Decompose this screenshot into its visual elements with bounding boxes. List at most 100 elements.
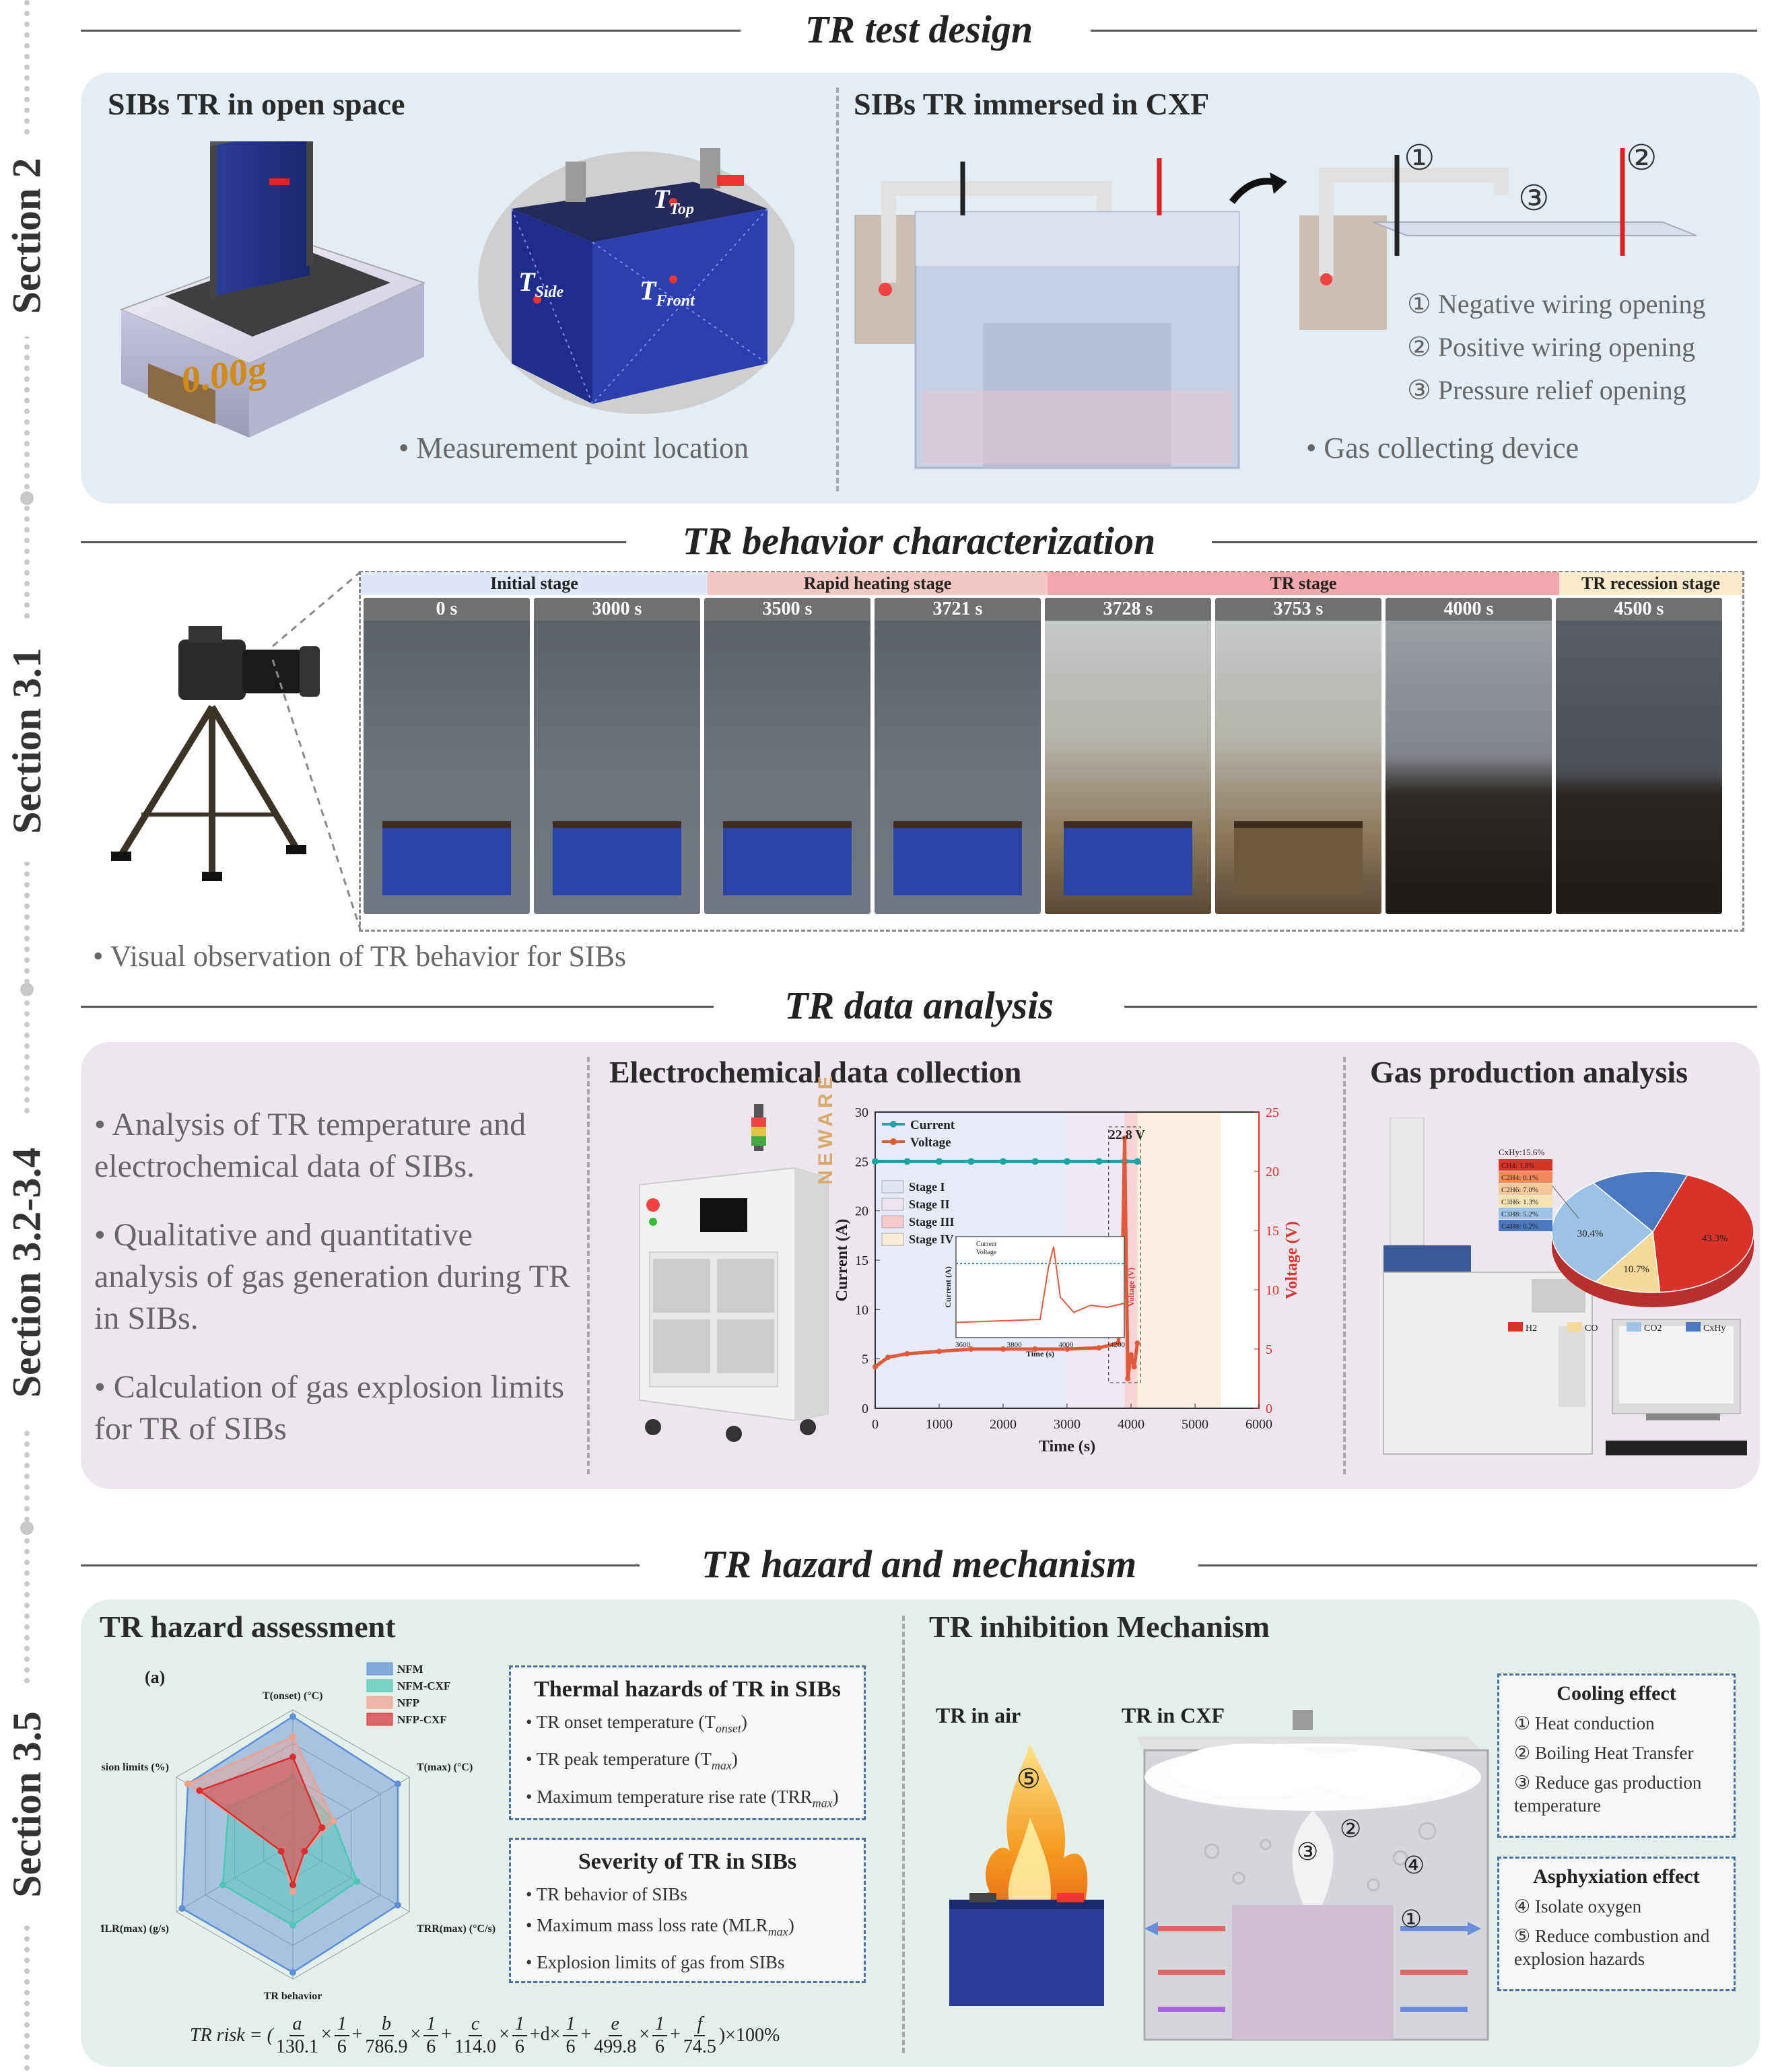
breakdown-row — [1499, 1171, 1552, 1183]
pie-side — [1552, 1232, 1754, 1307]
section-label-3-1: Section 3.1 — [0, 619, 54, 862]
gas-pie-chart: 43.3%10.7%30.4%CxHy:15.6%CH4: 1.8%C2H4: … — [1499, 1147, 1754, 1334]
radar-legend-label: NFM — [397, 1663, 423, 1676]
y-tick-label: 5 — [862, 1352, 868, 1367]
legend-marker — [890, 1121, 897, 1128]
radar-point — [196, 1787, 203, 1794]
cell-in-frame — [382, 821, 511, 895]
radar-legend-label: NFP-CXF — [397, 1713, 447, 1726]
legend-label: Current — [910, 1118, 955, 1132]
x-tick-label: 4000 — [1118, 1417, 1144, 1432]
formula-operator: + — [351, 2024, 363, 2045]
y2-tick-label: 10 — [1266, 1283, 1279, 1298]
radar-axis-label: TRR(max) (°C/s) — [417, 1923, 495, 1935]
y-tick-label: 25 — [855, 1154, 868, 1169]
x-tick-label: 0 — [872, 1417, 879, 1432]
breakdown-row — [1499, 1159, 1552, 1171]
breakdown-row — [1499, 1183, 1552, 1195]
radar-point — [353, 1878, 361, 1885]
arrow-icon — [1229, 172, 1287, 205]
stage-label: Stage II — [909, 1198, 950, 1211]
formula-operator: × — [410, 2024, 421, 2045]
stage-swatch — [881, 1198, 904, 1211]
marker-3: ③ — [1518, 179, 1550, 218]
inset-xlabel: Time (s) — [1026, 1349, 1054, 1358]
cell-in-frame — [553, 821, 681, 895]
series-voltage — [874, 1138, 1139, 1379]
hazard-title: TR hazard assessment — [100, 1610, 396, 1644]
radar-point — [277, 1848, 285, 1855]
tr-air-label: TR in air — [936, 1703, 1021, 1727]
radar-point — [178, 1905, 186, 1912]
frames-strip — [359, 571, 1744, 932]
voltage-point — [873, 1364, 878, 1370]
breakdown-label: C3H8: 5.2% — [1501, 1210, 1538, 1218]
voltage-point — [1122, 1135, 1128, 1141]
y-tick-label: 30 — [855, 1105, 868, 1120]
voltage-point — [1134, 1340, 1140, 1346]
pie-legend-label: H2 — [1526, 1323, 1537, 1334]
peak-annotation: 22.8 V — [1109, 1128, 1146, 1142]
view-lines — [271, 571, 362, 930]
voltage-point — [936, 1348, 942, 1354]
stage-label: Stage IV — [909, 1233, 954, 1246]
formula-operator: d — [540, 2024, 550, 2045]
stage-tr: TR stage — [1048, 572, 1559, 595]
x-tick-label: 6000 — [1245, 1417, 1272, 1432]
marker-3: ③ — [1297, 1838, 1319, 1865]
zoom-box — [1108, 1126, 1141, 1383]
y-tick-label: 15 — [855, 1253, 868, 1268]
stage-band — [1137, 1112, 1221, 1408]
x-tick-label: 2000 — [990, 1417, 1017, 1432]
header-behavior: TR behavior characterization — [81, 518, 1757, 565]
current-point — [936, 1158, 943, 1165]
fire-illustration — [949, 1743, 1104, 2006]
pie-legend-label: CxHy — [1703, 1323, 1725, 1334]
radar-point — [394, 1902, 401, 1908]
radar-point — [225, 1804, 232, 1811]
asphyxiation-effect-box: Asphyxiation effect ④ Isolate oxygen ⑤ R… — [1497, 1857, 1736, 1991]
voltage-point — [1096, 1345, 1102, 1351]
voltage-point — [1128, 1352, 1134, 1358]
inset-legend: Voltage — [976, 1249, 997, 1256]
section-rail — [24, 0, 30, 2072]
divider — [1343, 1057, 1346, 1474]
radar-point — [289, 1922, 296, 1929]
y2-tick-label: 25 — [1266, 1105, 1279, 1120]
inset-y2label: Voltage (V) — [1126, 1268, 1136, 1307]
cell-in-frame — [1064, 821, 1192, 895]
frame-time: 3753 s — [1215, 598, 1381, 621]
radar-spoke — [176, 1844, 294, 1912]
section-label-2: Section 2 — [0, 135, 54, 337]
inset-x-tick: 3600 — [955, 1341, 971, 1349]
y2-tick-label: 5 — [1266, 1342, 1272, 1357]
radar-spoke — [176, 1776, 294, 1845]
y-tick-label: 20 — [855, 1204, 868, 1219]
voltage-point — [885, 1354, 891, 1360]
inset-x-tick: 3800 — [1007, 1341, 1023, 1349]
pie-label: CxHy:15.6% — [1499, 1147, 1544, 1157]
visual-observation-note: • Visual observation of TR behavior for … — [93, 940, 627, 973]
pie-label: 10.7% — [1623, 1264, 1649, 1275]
pie-legend-swatch — [1567, 1322, 1582, 1332]
formula-operator: × — [499, 2024, 510, 2045]
radar-point — [330, 1818, 337, 1824]
cycler-brand: NEWARE — [815, 1072, 837, 1185]
voltage-point — [1131, 1364, 1137, 1370]
mechanism-title: TR inhibition Mechanism — [929, 1610, 1270, 1644]
radar-legend-swatch — [366, 1679, 393, 1692]
voltage-point — [904, 1351, 910, 1357]
x-tick-label: 1000 — [926, 1417, 953, 1432]
echem-title: Electrochemical data collection — [609, 1055, 1022, 1089]
video-frame: 3728 s — [1045, 598, 1211, 914]
header-test-design: TR test design — [81, 7, 1757, 54]
marker-1: ① — [1404, 139, 1435, 178]
radar-point — [289, 1774, 296, 1781]
section-label-3-5: Section 3.5 — [0, 1683, 54, 1925]
formula-operator: × — [639, 2024, 650, 2045]
analysis-bullets: • Analysis of TR temperature and electro… — [94, 1107, 570, 1447]
